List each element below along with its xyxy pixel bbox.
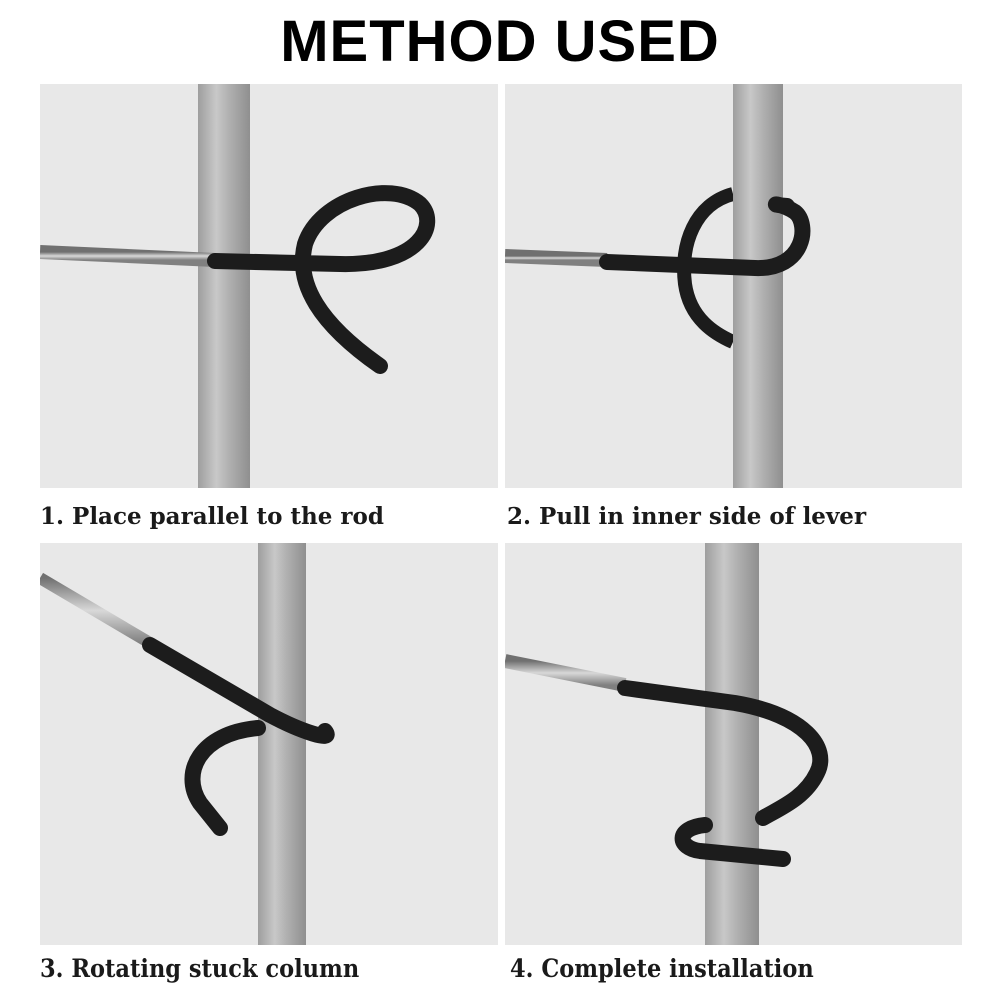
metal-rod	[505, 249, 608, 267]
hook	[599, 196, 811, 276]
metal-rod	[505, 654, 627, 692]
step-3-caption: 3. Rotating stuck column	[40, 954, 360, 983]
step-1-image	[40, 84, 498, 488]
pole	[198, 84, 250, 488]
hook-back-loop	[677, 187, 736, 349]
hook	[207, 185, 436, 374]
pole	[705, 543, 759, 945]
step-2-caption: 2. Pull in inner side of lever	[507, 503, 867, 530]
pole	[258, 543, 306, 945]
step-2-image	[505, 84, 962, 488]
step-3-image	[40, 543, 498, 945]
hook-lower-coil	[674, 817, 791, 867]
hook-curl	[184, 720, 266, 836]
hook	[617, 680, 829, 826]
metal-rod	[40, 245, 216, 267]
page-title: METHOD USED	[280, 9, 720, 74]
hook	[142, 637, 335, 744]
step-4-caption: 4. Complete installation	[510, 954, 814, 983]
step-4-image	[505, 543, 962, 945]
metal-rod	[40, 572, 154, 649]
step-1-caption: 1. Place parallel to the rod	[40, 503, 384, 530]
pole	[733, 84, 783, 488]
